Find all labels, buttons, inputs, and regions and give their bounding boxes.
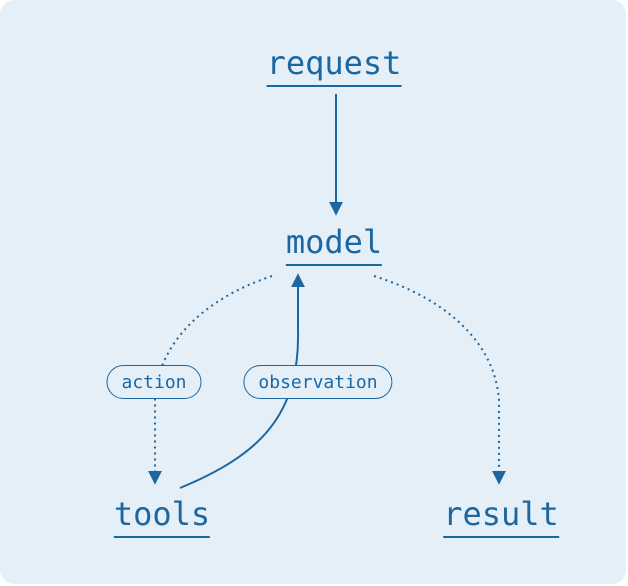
node-result-underline xyxy=(443,536,559,538)
node-request-underline xyxy=(266,85,402,87)
node-result: result xyxy=(443,495,559,538)
node-tools-label: tools xyxy=(113,495,211,533)
node-tools-underline xyxy=(113,536,211,538)
node-request: request xyxy=(266,44,402,87)
node-result-label: result xyxy=(443,495,559,533)
node-tools: tools xyxy=(113,495,211,538)
edge-model-to-result xyxy=(373,275,506,485)
node-model-underline xyxy=(285,264,383,266)
node-request-label: request xyxy=(266,44,402,82)
edge-tools-to-model xyxy=(179,273,305,489)
edge-label-action: action xyxy=(106,365,202,399)
node-model: model xyxy=(285,223,383,266)
edge-label-observation: observation xyxy=(243,365,393,399)
node-model-label: model xyxy=(285,223,383,261)
